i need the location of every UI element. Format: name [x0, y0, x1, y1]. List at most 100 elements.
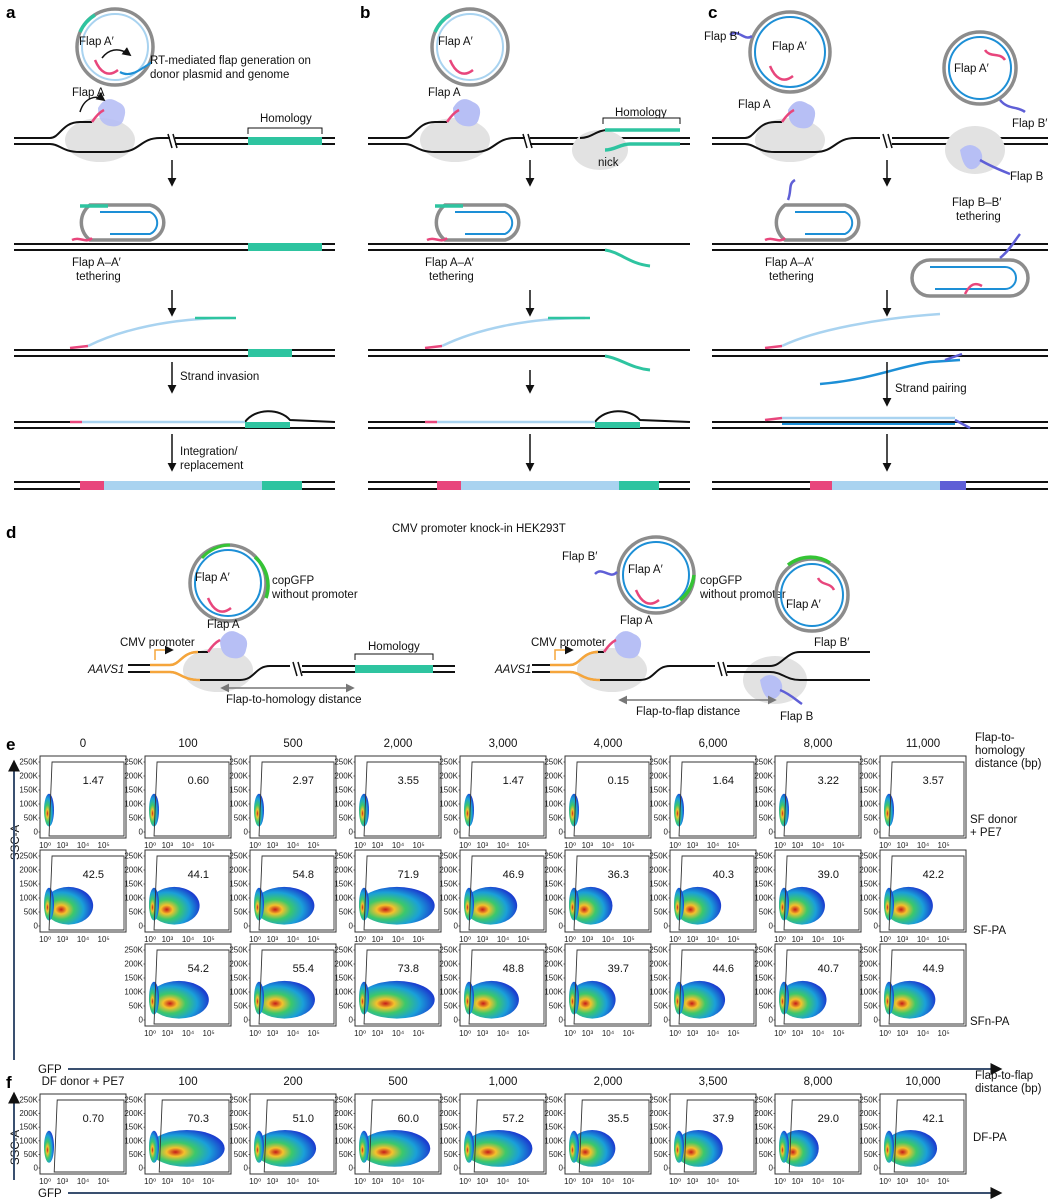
d-r-break [717, 661, 728, 677]
d-flapB-prime-strand [594, 570, 618, 576]
panel-c: c Flap B′ Flap A′ Flap A Flap A′ Flap B′… [704, 3, 1048, 490]
x-tick-label: 10⁰ [39, 935, 51, 944]
negative-population [569, 887, 579, 921]
d-r-cmv-bottom [550, 670, 601, 682]
nick-shadow-b [572, 130, 628, 170]
y-tick-label: 150K [229, 974, 248, 983]
d-r-flapA-prime [634, 589, 660, 605]
x-tick-label: 10⁵ [938, 935, 950, 944]
population-blob [569, 886, 613, 925]
y-tick-label: 150K [124, 880, 143, 889]
y-tick-label: 200K [859, 1109, 878, 1118]
x-tick-label: 10³ [792, 841, 804, 850]
y-tick-label: 50K [129, 1150, 144, 1159]
flapA-prime-label-c: Flap A′ [772, 41, 807, 53]
x-tick-label: 10³ [687, 935, 699, 944]
y-tick-label: 200K [439, 772, 458, 781]
x-tick-label: 10⁴ [812, 935, 825, 944]
tetherB-label2-c: tethering [956, 211, 1001, 223]
y-tick-label: 250K [649, 758, 668, 767]
d-r-flapB-label: Flap B [780, 711, 814, 723]
d-protein-right [614, 631, 642, 659]
x-tick-label: 10³ [162, 1029, 174, 1038]
step4-flapA-c [764, 416, 783, 422]
tether-flap [71, 237, 93, 242]
flapA-label-b: Flap A [428, 87, 461, 99]
x-tick-label: 10⁴ [602, 841, 615, 850]
y-tick-label: 150K [334, 1123, 353, 1132]
y-tick-label: 50K [339, 1150, 354, 1159]
d-copgfp-top-left [200, 543, 231, 560]
x-tick-label: 10⁴ [392, 1029, 405, 1038]
x-tick-label: 10⁵ [203, 1029, 215, 1038]
x-tick-label: 10⁰ [564, 1177, 576, 1186]
negative-population [674, 793, 684, 827]
gate-percentage: 29.0 [818, 1113, 839, 1125]
flapA-b [445, 108, 460, 123]
gate-percentage: 0.70 [83, 1113, 104, 1125]
y-tick-label: 150K [334, 974, 353, 983]
gate-percentage: 46.9 [503, 869, 524, 881]
y-tick-label: 50K [654, 908, 669, 917]
x-tick-label: 10³ [477, 1177, 489, 1186]
x-tick-label: 10³ [687, 841, 699, 850]
y-tick-label: 250K [754, 946, 773, 955]
e-column-header: 11,000 [906, 738, 940, 750]
final-homology-b [619, 481, 659, 490]
f-column-header: 8,000 [804, 1076, 833, 1088]
y-tick-label: 250K [754, 1096, 773, 1105]
y-tick-label: 50K [549, 908, 564, 917]
gate-percentage: 55.4 [293, 963, 314, 975]
rt-text-line1: RT-mediated flap generation on [150, 55, 311, 67]
x-tick-label: 10⁴ [392, 935, 405, 944]
x-tick-label: 10³ [477, 841, 489, 850]
population-blob [359, 980, 435, 1019]
y-tick-label: 100K [229, 894, 248, 903]
panel-d-title: CMV promoter knock-in HEK293T [392, 523, 566, 535]
population-blob [464, 980, 519, 1019]
d-flapA-label: Flap A [207, 619, 240, 631]
gate [153, 855, 230, 931]
gate [678, 855, 755, 931]
y-tick-label: 200K [229, 866, 248, 875]
final-donor-c [832, 481, 940, 490]
negative-population [254, 981, 264, 1015]
plasmid2-flapB-c [999, 99, 1026, 114]
d-copgfp-left [253, 555, 270, 599]
y-tick-label: 0 [349, 1164, 354, 1173]
x-tick-label: 10⁵ [728, 1029, 740, 1038]
f-column-header: 100 [178, 1076, 197, 1088]
y-tick-label: 0 [769, 828, 774, 837]
flapA-arrow [79, 92, 106, 113]
y-tick-label: 150K [754, 974, 773, 983]
x-tick-label: 10⁴ [392, 1177, 405, 1186]
d-homology-label: Homology [368, 641, 420, 653]
y-tick-label: 50K [759, 1002, 774, 1011]
y-tick-label: 150K [754, 880, 773, 889]
d-cmv-bottom [150, 670, 201, 682]
y-tick-label: 200K [439, 960, 458, 969]
x-tick-label: 10⁴ [707, 1029, 720, 1038]
e-column-header: 500 [283, 738, 302, 750]
tether-flapB-c [786, 178, 796, 201]
y-tick-label: 250K [334, 852, 353, 861]
gate [48, 855, 125, 931]
y-tick-label: 250K [439, 1096, 458, 1105]
flapA-prime-label-b: Flap A′ [438, 36, 473, 48]
y-tick-label: 50K [549, 1150, 564, 1159]
step3-flapB-c [944, 352, 963, 362]
population-blob [149, 1130, 225, 1167]
final-flapA-c [810, 481, 832, 490]
e-row3-label: SFn-PA [970, 1016, 1010, 1028]
x-tick-label: 10⁴ [392, 841, 405, 850]
y-tick-label: 100K [859, 800, 878, 809]
y-tick-label: 100K [124, 894, 143, 903]
x-tick-label: 10⁴ [497, 1029, 510, 1038]
population-blob [884, 1130, 938, 1167]
x-tick-label: 10⁵ [833, 1177, 845, 1186]
gate [153, 949, 230, 1025]
gate [468, 949, 545, 1025]
